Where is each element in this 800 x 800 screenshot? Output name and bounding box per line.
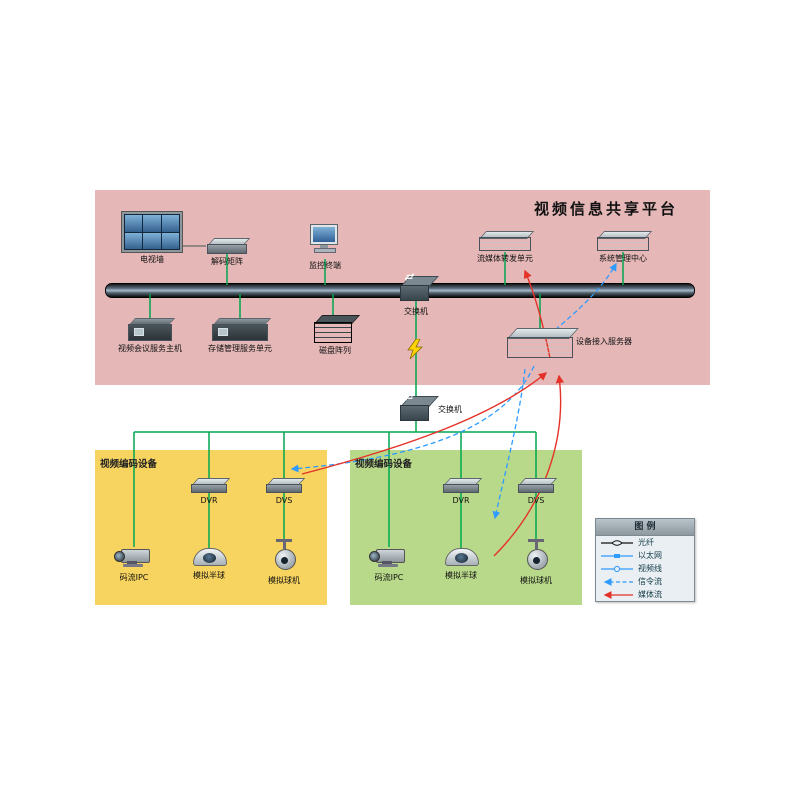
switch-mid-label: 交换机 [438,405,462,414]
lightning-icon [407,339,423,359]
ball-right-icon [519,539,553,573]
legend-ethernet-label: 以太网 [638,551,662,560]
legend-media-label: 媒体流 [638,590,662,599]
ipc-left-icon [112,546,156,570]
dvs-right-icon [518,478,558,493]
switch-top-icon: ⇄ [400,272,439,301]
device-tv-wall: 电视墙 [117,211,187,264]
monitor-terminal-icon [305,224,345,258]
dvr-left-label: DVR [200,496,218,505]
device-dome-right: 模拟半球 [426,548,496,580]
legend-video-label: 视频线 [638,564,662,573]
disk-array-icon [314,315,361,343]
video-conf-host-icon [128,318,176,341]
disk-array-label: 磁盘阵列 [319,346,351,355]
ipc-right-label: 码流IPC [374,573,404,582]
system-mgmt-center-label: 系统管理中心 [599,254,647,263]
dome-left-icon [191,548,227,568]
stream-forward-unit-label: 流媒体转发单元 [477,254,533,263]
dvs-left-icon [266,478,306,493]
device-dvs-right: DVS [501,478,571,505]
dvr-right-icon [443,478,483,493]
storage-mgmt-unit-icon [212,318,272,341]
encoder-left-label: 视频编码设备 [100,459,158,470]
dome-right-label: 模拟半球 [445,571,477,580]
storage-mgmt-unit-label: 存储管理服务单元 [208,344,272,353]
signal-flow-symbol [603,577,633,586]
legend-fiber-label: 光纤 [638,538,654,547]
access-server-label: 设备接入服务器 [576,337,632,346]
device-video-conf-host: 视频会议服务主机 [110,318,190,353]
page-title: 视频信息共享平台 [534,200,679,218]
legend-item-signal: 信令流 [596,575,694,588]
legend-item-video: 视频线 [596,562,694,575]
device-ball-left: 模拟球机 [249,539,319,585]
media-flow-symbol [603,590,633,599]
video-conf-host-label: 视频会议服务主机 [118,344,182,353]
device-switch-mid: ⇄ [399,392,439,421]
device-decoder-matrix: 解码矩阵 [192,238,262,266]
device-dvs-left: DVS [249,478,319,505]
legend-title: 图 例 [596,519,694,536]
system-mgmt-center-icon [597,231,653,251]
device-system-mgmt-center: 系统管理中心 [588,231,658,263]
device-ipc-right: 码流IPC [354,546,424,582]
device-dvr-right: DVR [426,478,496,505]
ball-left-label: 模拟球机 [268,576,300,585]
device-dome-left: 模拟半球 [174,548,244,580]
device-dvr-left: DVR [174,478,244,505]
device-storage-mgmt-unit: 存储管理服务单元 [198,318,282,353]
switch-top-label: 交换机 [404,307,428,316]
dvr-right-label: DVR [452,496,470,505]
legend-item-media: 媒体流 [596,588,694,601]
device-switch-top: ⇄ [399,272,439,301]
legend-signal-label: 信令流 [638,577,662,586]
legend-item-ethernet: 以太网 [596,549,694,562]
tv-wall-icon [121,211,183,253]
dvr-left-icon [191,478,231,493]
dvs-right-label: DVS [527,496,545,505]
dome-right-icon [443,548,479,568]
video-line-symbol [601,565,633,572]
stream-forward-unit-icon [479,231,535,251]
decoder-matrix-icon [207,238,251,254]
legend: 图 例 光纤 以太网 视频线 信令流 [595,518,695,602]
device-ball-right: 模拟球机 [501,539,571,585]
ipc-right-icon [367,546,411,570]
device-access-server [505,328,579,358]
dome-left-label: 模拟半球 [193,571,225,580]
ethernet-line-symbol [601,553,633,558]
ball-left-icon [267,539,301,573]
device-stream-forward-unit: 流媒体转发单元 [470,231,540,263]
access-server-icon [507,328,579,358]
ball-right-label: 模拟球机 [520,576,552,585]
encoder-right-label: 视频编码设备 [355,459,413,470]
monitor-terminal-label: 监控终端 [309,261,341,270]
device-disk-array: 磁盘阵列 [300,315,370,355]
device-monitor-terminal: 监控终端 [290,224,360,270]
decoder-matrix-label: 解码矩阵 [211,257,243,266]
dvs-left-label: DVS [275,496,293,505]
fiber-line-symbol [601,539,633,546]
device-ipc-left: 码流IPC [99,546,169,582]
ipc-left-label: 码流IPC [119,573,149,582]
tv-wall-label: 电视墙 [140,255,164,264]
legend-item-fiber: 光纤 [596,536,694,549]
switch-mid-icon: ⇄ [400,392,439,421]
